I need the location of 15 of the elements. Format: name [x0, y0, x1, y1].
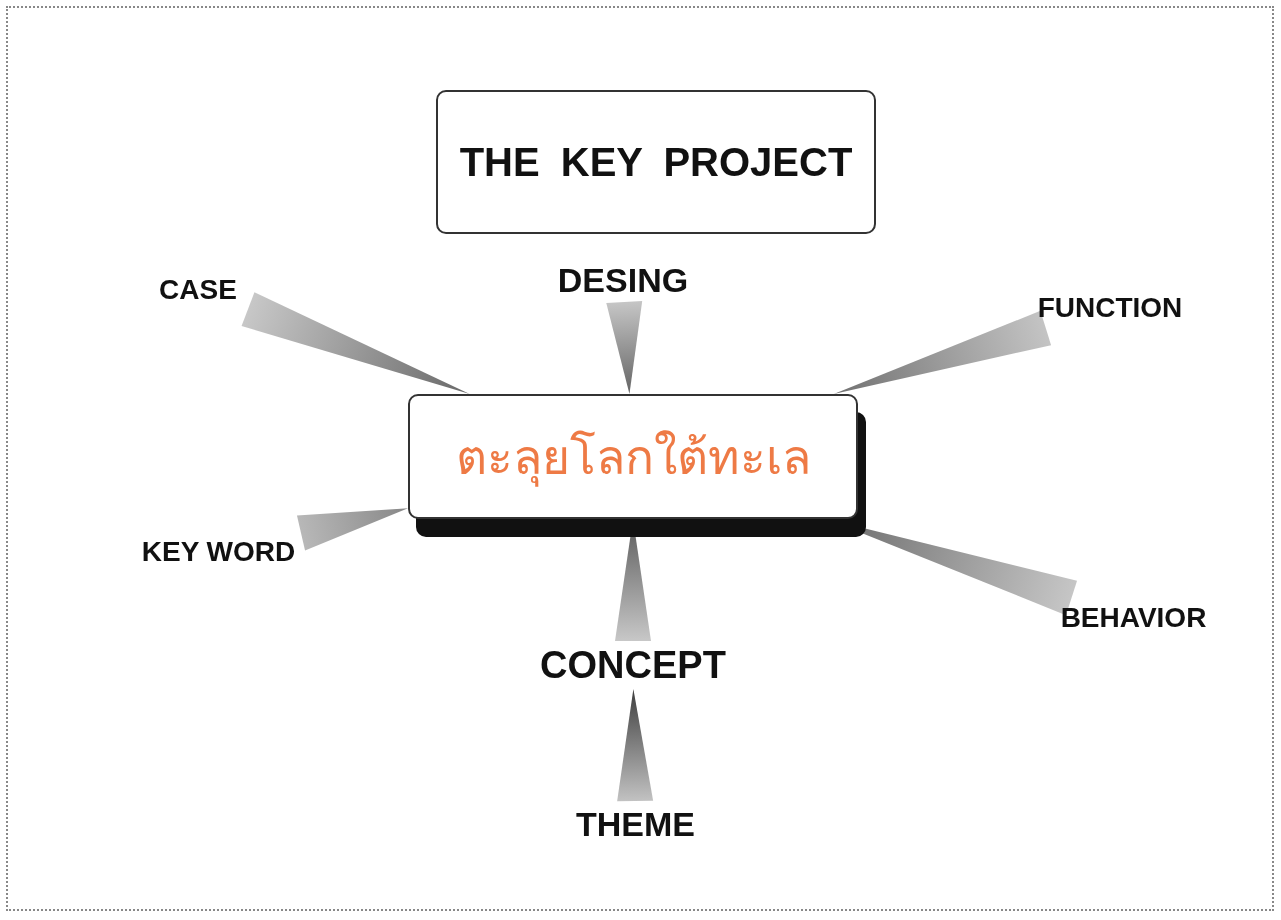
branch-label: DESING [557, 260, 689, 300]
tapered-connector [296, 508, 408, 551]
branch-label: FUNCTION [1037, 292, 1183, 324]
branch-label: CONCEPT [540, 643, 726, 687]
tapered-connector [617, 689, 654, 802]
branch-label: THEME [576, 804, 695, 844]
node-text: THE KEY PROJECT [459, 139, 853, 185]
node-text: ตะลุยโลกใต้ทะเล [455, 427, 811, 489]
branch-label: BEHAVIOR [1060, 602, 1207, 634]
branch-label: KEY WORD [141, 536, 296, 568]
tapered-connector [833, 310, 1052, 394]
tapered-connector [241, 292, 470, 394]
tapered-connector [606, 301, 643, 394]
branch-label: CASE [159, 274, 237, 306]
title-box [436, 90, 876, 234]
